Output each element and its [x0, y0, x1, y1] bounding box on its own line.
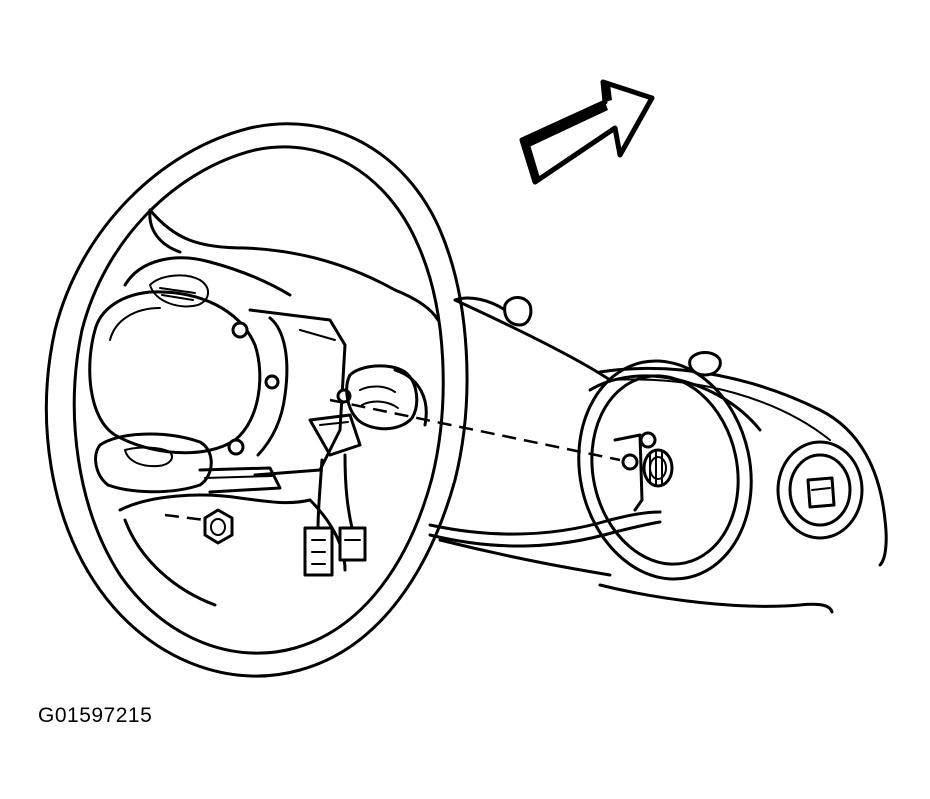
direction-arrow-icon: [519, 79, 655, 185]
wheel-connectors: [303, 413, 367, 577]
column-face-ring: [577, 359, 762, 581]
wire-harness: [428, 510, 662, 548]
figure-code: G01597215: [38, 704, 153, 727]
wheel-upper-spoke: [148, 208, 440, 322]
alignment-line: [329, 398, 621, 462]
ignition-lock-cylinder: [776, 440, 864, 540]
wheel-lower-spoke: [118, 493, 347, 607]
steering-wheel-rim: [44, 122, 469, 678]
wheel-hub: [88, 256, 428, 494]
alignment-line-lower: [164, 513, 206, 522]
